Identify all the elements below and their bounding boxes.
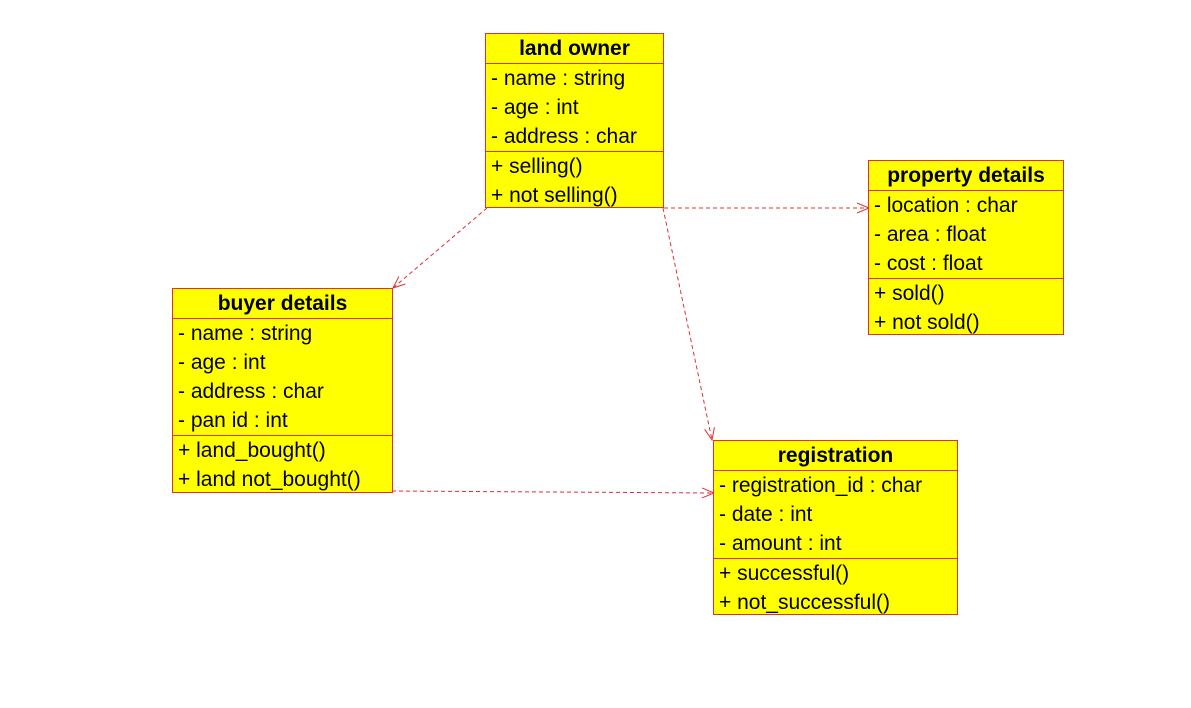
class-registration[interactable]: registration - registration_id : char - …: [713, 440, 958, 615]
link-buyer-to-registration: [391, 491, 714, 493]
class-title: buyer details: [173, 289, 392, 319]
attribute: - location : char: [874, 194, 1018, 217]
attribute: - amount : int: [719, 532, 842, 555]
attribute: - date : int: [719, 503, 813, 526]
method: + sold(): [874, 282, 945, 305]
method: + not_successful(): [719, 591, 890, 614]
method: + selling(): [491, 155, 583, 178]
attribute: - age : int: [491, 96, 579, 119]
class-title: land owner: [486, 34, 663, 64]
method: + not selling(): [491, 184, 618, 207]
method: + successful(): [719, 562, 850, 585]
link-landowner-to-buyer: [393, 207, 488, 288]
class-title: property details: [869, 161, 1063, 191]
method-compartment: + land_bought() + land not_bought(): [173, 436, 392, 494]
class-title: registration: [714, 441, 957, 471]
attribute-compartment: - name : string - age : int - address : …: [486, 64, 663, 152]
attribute: - name : string: [491, 67, 626, 90]
class-buyer-details[interactable]: buyer details - name : string - age : in…: [172, 288, 393, 493]
method-compartment: + selling() + not selling(): [486, 152, 663, 210]
method: + land_bought(): [178, 439, 326, 462]
class-land-owner[interactable]: land owner - name : string - age : int -…: [485, 33, 664, 208]
link-landowner-to-registration: [662, 207, 712, 440]
method: + land not_bought(): [178, 468, 361, 491]
attribute: - area : float: [874, 223, 987, 246]
method: + not sold(): [874, 311, 980, 334]
attribute: - address : char: [178, 380, 324, 403]
method-compartment: + successful() + not_successful(): [714, 559, 957, 617]
attribute: - name : string: [178, 322, 313, 345]
attribute-compartment: - location : char - area : float - cost …: [869, 191, 1063, 279]
class-property-details[interactable]: property details - location : char - are…: [868, 160, 1064, 335]
attribute-compartment: - registration_id : char - date : int - …: [714, 471, 957, 559]
attribute: - registration_id : char: [719, 474, 923, 497]
attribute-compartment: - name : string - age : int - address : …: [173, 319, 392, 436]
attribute: - age : int: [178, 351, 266, 374]
method-compartment: + sold() + not sold(): [869, 279, 1063, 337]
attribute: - cost : float: [874, 252, 983, 275]
attribute: - address : char: [491, 125, 637, 148]
attribute: - pan id : int: [178, 409, 288, 432]
